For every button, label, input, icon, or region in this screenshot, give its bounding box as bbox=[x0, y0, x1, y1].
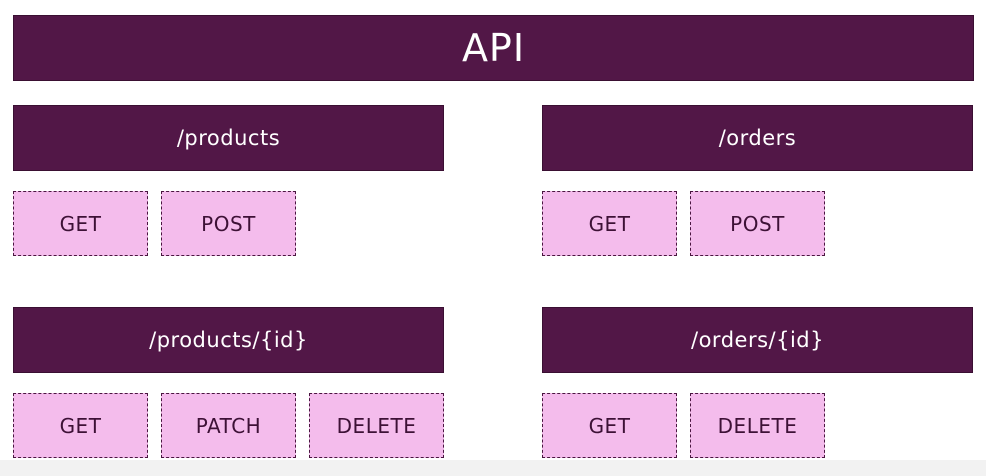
method-label: GET bbox=[59, 211, 102, 236]
method-label: PATCH bbox=[195, 413, 262, 438]
orders-id-delete-method: DELETE bbox=[690, 393, 825, 458]
api-title: API bbox=[461, 26, 526, 70]
resource-orders-id-label: /orders/{id} bbox=[691, 328, 824, 352]
resource-products-id-bar: /products/{id} bbox=[13, 307, 444, 373]
api-title-bar: API bbox=[13, 15, 974, 81]
resource-products-bar: /products bbox=[13, 105, 444, 171]
resource-products-id-label: /products/{id} bbox=[149, 328, 308, 352]
resource-products-label: /products bbox=[176, 126, 281, 150]
products-get-method: GET bbox=[13, 191, 148, 256]
method-label: GET bbox=[59, 413, 102, 438]
resource-orders-id-bar: /orders/{id} bbox=[542, 307, 973, 373]
method-label: POST bbox=[730, 211, 785, 236]
method-label: GET bbox=[588, 211, 631, 236]
orders-id-get-method: GET bbox=[542, 393, 677, 458]
resource-orders-bar: /orders bbox=[542, 105, 973, 171]
products-id-patch-method: PATCH bbox=[161, 393, 296, 458]
method-label: POST bbox=[201, 211, 256, 236]
products-id-delete-method: DELETE bbox=[309, 393, 444, 458]
bottom-edge-strip bbox=[0, 460, 986, 476]
products-id-get-method: GET bbox=[13, 393, 148, 458]
method-label: DELETE bbox=[717, 413, 798, 438]
method-label: DELETE bbox=[336, 413, 417, 438]
resource-orders-label: /orders bbox=[718, 126, 797, 150]
orders-get-method: GET bbox=[542, 191, 677, 256]
method-label: GET bbox=[588, 413, 631, 438]
products-post-method: POST bbox=[161, 191, 296, 256]
orders-post-method: POST bbox=[690, 191, 825, 256]
